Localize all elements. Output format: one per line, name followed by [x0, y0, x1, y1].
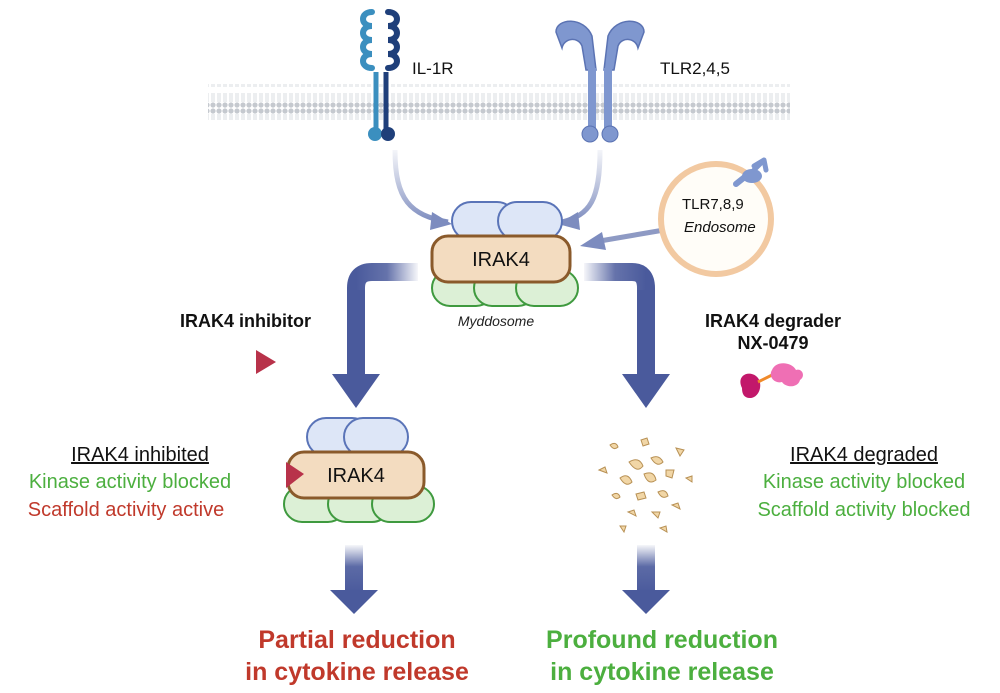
irak4-kinase	[430, 234, 572, 284]
degrader-label-line1: IRAK4 degrader	[704, 311, 842, 331]
degraded-kinase-status: Kinase activity blocked	[762, 471, 966, 493]
endosome-signal-arrow	[593, 227, 665, 245]
endosomal-tlr	[733, 157, 769, 187]
partial-reduction-line1: Partial reduction	[258, 626, 456, 654]
degrader-molecule	[740, 363, 803, 398]
left-outcome-arrow	[330, 545, 378, 614]
endosome	[658, 161, 774, 277]
myddosome-complex	[430, 201, 579, 307]
bound-inhibitor	[286, 462, 304, 488]
left-branch-arrow	[332, 263, 418, 408]
right-branch-arrow	[584, 263, 670, 408]
degraded-state-title: IRAK4 degraded	[790, 444, 938, 466]
inhibited-irak4-label: IRAK4	[327, 465, 385, 487]
right-outcome-arrow	[622, 545, 670, 614]
inhibitor-label: IRAK4 inhibitor	[180, 311, 311, 331]
inhibited-state-title: IRAK4 inhibited	[71, 444, 209, 466]
il1r-signal-arrow	[392, 149, 449, 225]
degraded-scaffold-status: Scaffold activity blocked	[757, 499, 971, 521]
myddosome-label: Myddosome	[457, 313, 535, 329]
inhibitor-molecule	[256, 350, 276, 374]
inhibited-complex	[283, 417, 435, 523]
il1r-receptor	[360, 9, 400, 141]
myddosome-irak4-label: IRAK4	[472, 249, 530, 271]
inhibited-kinase-status: Kinase activity blocked	[28, 471, 232, 493]
profound-reduction-line2: in cytokine release	[550, 658, 774, 686]
profound-reduction-line1: Profound reduction	[546, 626, 778, 654]
tlr-signal-arrow	[561, 149, 603, 225]
endosome-tlr-label: TLR7,8,9	[682, 196, 744, 213]
tlr-label: TLR2,4,5	[660, 59, 730, 78]
tlr-receptor	[555, 20, 645, 143]
inhibited-scaffold-status: Scaffold activity active	[27, 499, 225, 521]
il1r-label: IL-1R	[412, 59, 454, 78]
endosome-label: Endosome	[684, 219, 756, 236]
partial-reduction-line2: in cytokine release	[245, 658, 469, 686]
cell-membrane	[208, 84, 790, 120]
degrader-label-line2: NX-0479	[737, 333, 809, 353]
degraded-fragments	[597, 437, 693, 534]
